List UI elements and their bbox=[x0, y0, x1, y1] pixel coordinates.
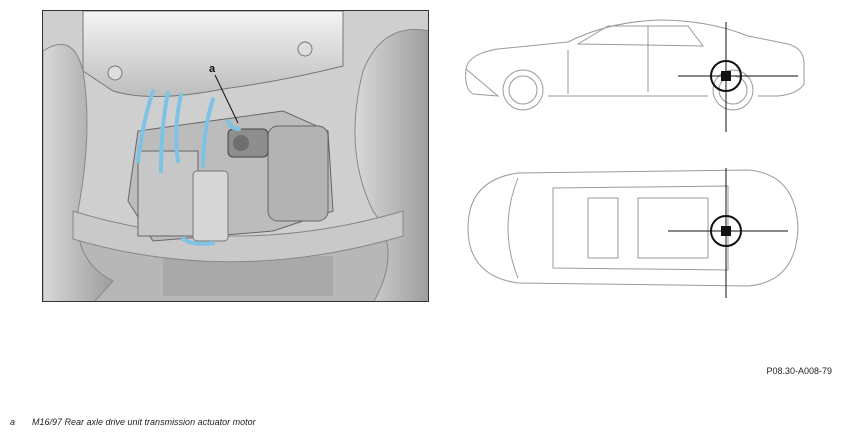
legend-key: a bbox=[10, 417, 16, 427]
reference-code: P08.30-A008-79 bbox=[766, 366, 832, 376]
vehicle-top-view-locator bbox=[458, 158, 808, 298]
rear-axle-drive-illustration: a bbox=[43, 11, 428, 301]
component-photo: a bbox=[42, 10, 429, 302]
crosshair-target-icon bbox=[678, 22, 798, 132]
crosshair-target-icon bbox=[668, 168, 788, 298]
legend-text: M16/97 Rear axle drive unit transmission… bbox=[32, 417, 256, 427]
legend-item: a M16/97 Rear axle drive unit transmissi… bbox=[10, 417, 256, 427]
vehicle-side-view-locator bbox=[458, 14, 808, 134]
callout-letter: a bbox=[209, 63, 216, 75]
